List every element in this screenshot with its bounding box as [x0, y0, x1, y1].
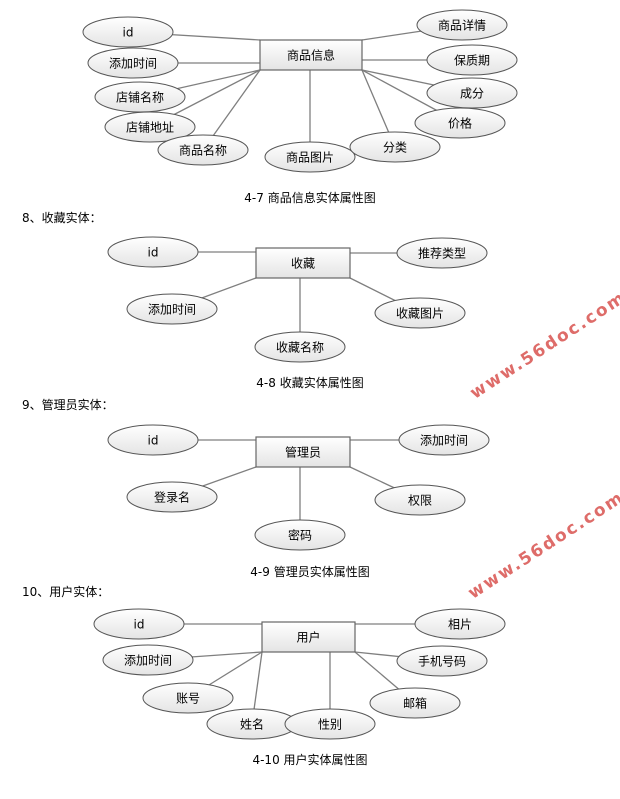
- attribute-label: 收藏图片: [396, 307, 444, 321]
- attribute-label: 手机号码: [418, 655, 466, 669]
- attribute-ellipse: [374, 484, 466, 516]
- caption-4-9: 4-9 管理员实体属性图: [250, 565, 370, 579]
- attribute-ellipse: [107, 424, 199, 456]
- attribute-ellipse: [126, 481, 218, 513]
- entity-label: 收藏: [291, 257, 315, 271]
- attribute-label: 分类: [383, 141, 407, 155]
- attribute-ellipse: [398, 424, 490, 456]
- attribute-label: 添加时间: [124, 654, 172, 668]
- attribute-label: 邮箱: [403, 696, 427, 711]
- attribute-ellipse: [264, 141, 356, 173]
- caption-4-10: 4-10 用户实体属性图: [252, 753, 368, 767]
- attribute-label: id: [148, 434, 159, 448]
- attribute-ellipse: [107, 236, 199, 268]
- attribute-label: 商品详情: [438, 18, 486, 33]
- attribute-label: 店铺地址: [126, 121, 174, 135]
- attribute-label: 添加时间: [420, 434, 468, 448]
- attribute-ellipse: [396, 645, 488, 677]
- attribute-ellipse: [284, 708, 376, 740]
- attribute-label: id: [148, 246, 159, 260]
- attribute-label: id: [134, 618, 145, 632]
- entity-label: 用户: [296, 630, 320, 645]
- attribute-ellipse: [254, 331, 346, 363]
- attribute-ellipse: [414, 107, 506, 139]
- attribute-ellipse: [87, 47, 179, 79]
- attribute-ellipse: [349, 131, 441, 163]
- attribute-label: 密码: [288, 528, 312, 543]
- attribute-label: id: [123, 26, 134, 40]
- caption-4-7: 4-7 商品信息实体属性图: [244, 191, 376, 205]
- attribute-label: 添加时间: [148, 303, 196, 317]
- attribute-label: 保质期: [454, 54, 490, 68]
- attribute-ellipse: [416, 9, 508, 41]
- attribute-ellipse: [426, 77, 518, 109]
- entity-box: [261, 621, 356, 653]
- attribute-label: 商品图片: [286, 150, 334, 165]
- attribute-label: 权限: [408, 494, 432, 508]
- attribute-label: 姓名: [240, 717, 264, 732]
- attribute-label: 商品名称: [179, 143, 227, 158]
- attribute-ellipse: [126, 293, 218, 325]
- attribute-ellipse: [414, 608, 506, 640]
- heading-user-entity: 10、用户实体：: [22, 585, 110, 599]
- attribute-ellipse: [426, 44, 518, 76]
- attribute-ellipse: [374, 297, 466, 329]
- attribute-label: 店铺名称: [116, 90, 164, 105]
- attribute-ellipse: [369, 687, 461, 719]
- attribute-ellipse: [104, 111, 196, 143]
- entity-box: [255, 247, 351, 279]
- attribute-label: 价格: [448, 116, 472, 131]
- attribute-label: 性别: [318, 718, 342, 732]
- attribute-ellipse: [396, 237, 488, 269]
- entity-box: [255, 436, 351, 468]
- attribute-ellipse: [93, 608, 185, 640]
- attribute-label: 添加时间: [109, 57, 157, 71]
- entity-label: 商品信息: [287, 48, 335, 63]
- attribute-ellipse: [157, 134, 249, 166]
- attribute-label: 推荐类型: [418, 247, 466, 261]
- attribute-label: 账号: [176, 692, 200, 706]
- attribute-ellipse: [102, 644, 194, 676]
- attribute-ellipse: [142, 682, 234, 714]
- attribute-label: 相片: [448, 618, 472, 632]
- heading-favorite-entity: 8、收藏实体：: [22, 211, 102, 225]
- attribute-label: 成分: [460, 87, 484, 101]
- attribute-ellipse: [254, 519, 346, 551]
- attribute-label: 登录名: [154, 490, 190, 505]
- caption-4-8: 4-8 收藏实体属性图: [256, 376, 364, 390]
- heading-admin-entity: 9、管理员实体：: [22, 398, 114, 412]
- attribute-label: 收藏名称: [276, 340, 324, 355]
- entity-box: [259, 39, 363, 71]
- entity-label: 管理员: [285, 445, 321, 460]
- attribute-ellipse: [82, 16, 174, 48]
